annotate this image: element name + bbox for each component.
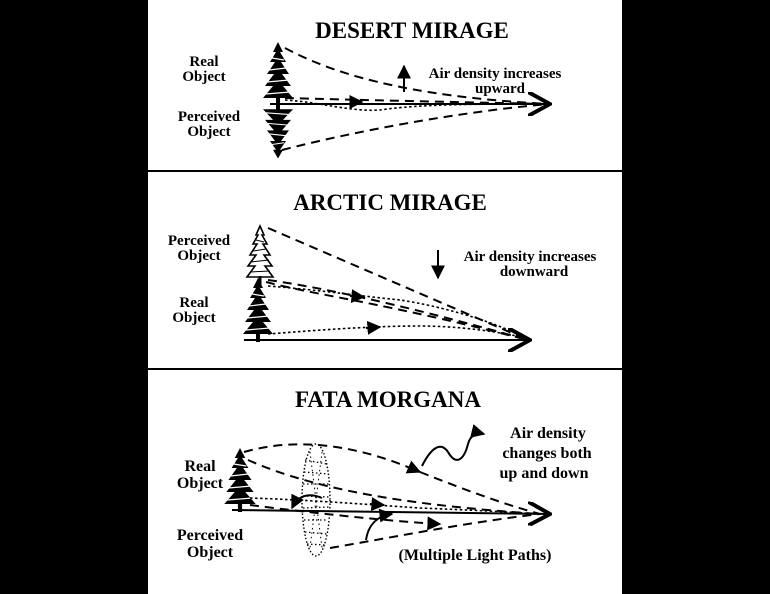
panel-fata-morgana: FATA MORGANA Real Object Perceived Objec…	[177, 387, 592, 564]
arctic-upper-arrow	[349, 289, 366, 304]
panel-desert-mirage: DESERT MIRAGE Real Object Perceived Obje…	[178, 18, 562, 160]
desert-ray-mid	[284, 97, 549, 105]
fata-perceived-label-1: Perceived	[177, 527, 243, 544]
fata-note-2: changes both	[502, 445, 591, 462]
desert-perceived-label-2: Object	[187, 124, 230, 140]
fata-path-arrow-1	[369, 497, 386, 512]
fata-real-label-1: Real	[184, 458, 216, 475]
fata-ray-upper	[247, 459, 541, 515]
fata-pointer-paths	[365, 508, 394, 541]
arctic-title: ARCTIC MIRAGE	[293, 190, 487, 215]
desert-ray-perceived	[281, 103, 549, 151]
desert-real-label-1: Real	[189, 54, 218, 70]
desert-note-1: Air density increases	[429, 66, 562, 82]
desert-light-path	[284, 99, 549, 112]
fata-note-1: Air density	[510, 425, 586, 442]
fata-ray-top	[243, 443, 422, 474]
arctic-perceived-label-1: Perceived	[168, 233, 231, 249]
panel-arctic-mirage: ARCTIC MIRAGE Perceived Object Real Obje…	[168, 190, 597, 342]
desert-title: DESERT MIRAGE	[315, 18, 509, 43]
desert-note-2: upward	[475, 81, 526, 97]
fata-ray-lower	[249, 504, 442, 531]
fata-pointer-object	[291, 493, 323, 510]
arctic-note-1: Air density increases	[464, 249, 597, 265]
panel-arctic-bg	[148, 172, 622, 368]
arctic-ray-top	[267, 227, 529, 341]
arctic-real-label-2: Object	[172, 310, 215, 326]
arctic-real-label-1: Real	[179, 295, 208, 311]
fata-title: FATA MORGANA	[295, 387, 481, 412]
fata-ray-perceived	[329, 513, 541, 549]
fata-perceived-label-2: Object	[187, 544, 234, 561]
arctic-lower-arrow	[365, 320, 382, 335]
fata-real-label-2: Object	[177, 475, 224, 492]
arctic-light-path-lower	[267, 325, 527, 339]
arctic-note-2: downward	[500, 264, 569, 280]
fata-squiggle-arrow-icon	[421, 424, 486, 467]
fata-note-3: up and down	[500, 465, 589, 482]
desert-perceived-label-1: Perceived	[178, 109, 241, 125]
fata-paths-label: (Multiple Light Paths)	[399, 547, 552, 564]
arctic-perceived-label-2: Object	[177, 248, 220, 264]
fata-ray-top-cont	[419, 471, 541, 515]
panel-desert-bg	[148, 0, 622, 170]
arctic-light-path-upper	[267, 285, 527, 339]
panel-fata-bg	[148, 370, 622, 594]
desert-real-label-2: Object	[182, 69, 225, 85]
desert-ray-upper	[284, 47, 549, 105]
